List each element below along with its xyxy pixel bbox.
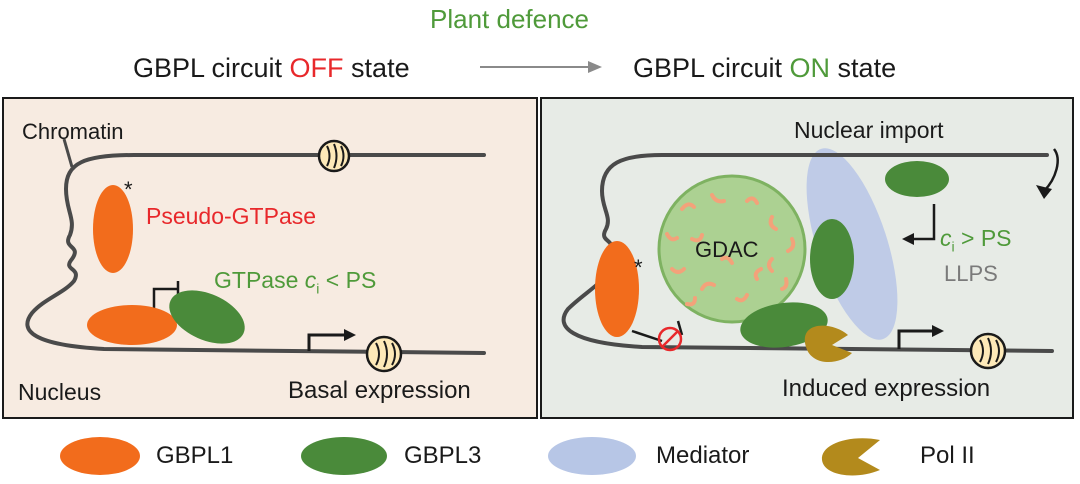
- legend: GBPL1 GBPL3 Mediator Pol II: [0, 430, 1080, 480]
- off-chromatin-strand: [25, 153, 486, 355]
- legend-gbpl1-label: GBPL1: [156, 442, 234, 469]
- llps-bent-arrowhead: [902, 233, 914, 245]
- off-state-suffix: state: [343, 53, 410, 83]
- on-state-prefix: GBPL circuit: [633, 53, 790, 83]
- gbpl3-in-condensate: [810, 219, 854, 299]
- llps-condition-label: ci > PS: [940, 227, 1012, 254]
- on-panel-drawing: [561, 148, 1059, 370]
- on-ci-i: i: [951, 238, 955, 255]
- diagram-title: Plant defence: [430, 4, 590, 34]
- gdac-condensate: [657, 174, 807, 324]
- induced-expression-label: Induced expression: [782, 375, 991, 402]
- gtpase-word: GTPase: [214, 267, 305, 293]
- pol2-on: [804, 325, 852, 363]
- ci-i: i: [316, 280, 320, 297]
- transition-arrow: [480, 61, 602, 73]
- gbpl1-on: [595, 241, 639, 337]
- off-tss-arrowhead: [344, 329, 356, 341]
- on-tss-arrow: [897, 329, 932, 349]
- on-word: ON: [789, 53, 831, 83]
- nucleosome-on: [969, 332, 1007, 370]
- gbpl3-off: [169, 290, 245, 344]
- legend-symbols: [60, 437, 880, 476]
- basal-expression-label: Basal expression: [288, 377, 471, 404]
- on-state-suffix: state: [830, 53, 897, 83]
- off-state-label: GBPL circuit OFF state: [133, 55, 410, 82]
- off-panel-drawing: [25, 138, 486, 373]
- on-ci-c: c: [940, 225, 952, 251]
- llps-label: LLPS: [944, 261, 998, 286]
- on-tss-arrowhead: [932, 325, 944, 337]
- pseudo-gtpase-gbpl1: [93, 185, 133, 273]
- pseudo-gtpase-label: Pseudo-GTPase: [146, 203, 317, 229]
- gdac-particles: [665, 193, 796, 307]
- on-state-label: GBPL circuit ON state: [633, 55, 896, 82]
- gtpase-condition-label: GTPase ci < PS: [214, 269, 376, 296]
- nucleus-label: Nucleus: [18, 379, 102, 405]
- legend-mediator-swatch: [548, 437, 636, 475]
- nucleosome-top: [317, 139, 351, 173]
- off-word: OFF: [289, 53, 344, 83]
- gbpl1-lower: [87, 305, 177, 345]
- chromatin-label: Chromatin: [22, 119, 124, 144]
- chromatin-pointer: [62, 138, 74, 168]
- blocked-inhibition-bar: [676, 320, 684, 336]
- on-asterisk: *: [634, 255, 643, 280]
- off-asterisk: *: [124, 177, 133, 202]
- nucleosome-bottom: [365, 335, 403, 373]
- legend-gbpl1-swatch: [60, 437, 140, 475]
- on-state-panel: Nuclear import GDAC ci > PS LLPS * Induc…: [540, 97, 1074, 419]
- legend-mediator-label: Mediator: [656, 442, 750, 469]
- off-state-panel: Chromatin * Pseudo-GTPase GTPase ci < PS…: [2, 97, 538, 419]
- blocked-inhibition-line: [631, 329, 663, 343]
- legend-pol2-label: Pol II: [920, 442, 975, 469]
- legend-pol2-swatch: [821, 438, 880, 476]
- off-state-prefix: GBPL circuit: [133, 53, 290, 83]
- gbpl3-importing: [885, 161, 949, 197]
- gt-ps: > PS: [954, 225, 1012, 251]
- legend-gbpl3-label: GBPL3: [404, 442, 482, 469]
- off-tss-arrow: [307, 333, 344, 351]
- legend-gbpl3-swatch: [301, 437, 387, 475]
- nuclear-import-label: Nuclear import: [794, 117, 944, 143]
- llps-bent-arrow: [912, 204, 936, 241]
- gdac-label: GDAC: [695, 237, 759, 262]
- ci-c: c: [304, 267, 317, 293]
- import-curve-arrowhead: [1036, 185, 1052, 199]
- lt-ps: < PS: [319, 267, 377, 293]
- blocked-symbol: [657, 326, 683, 352]
